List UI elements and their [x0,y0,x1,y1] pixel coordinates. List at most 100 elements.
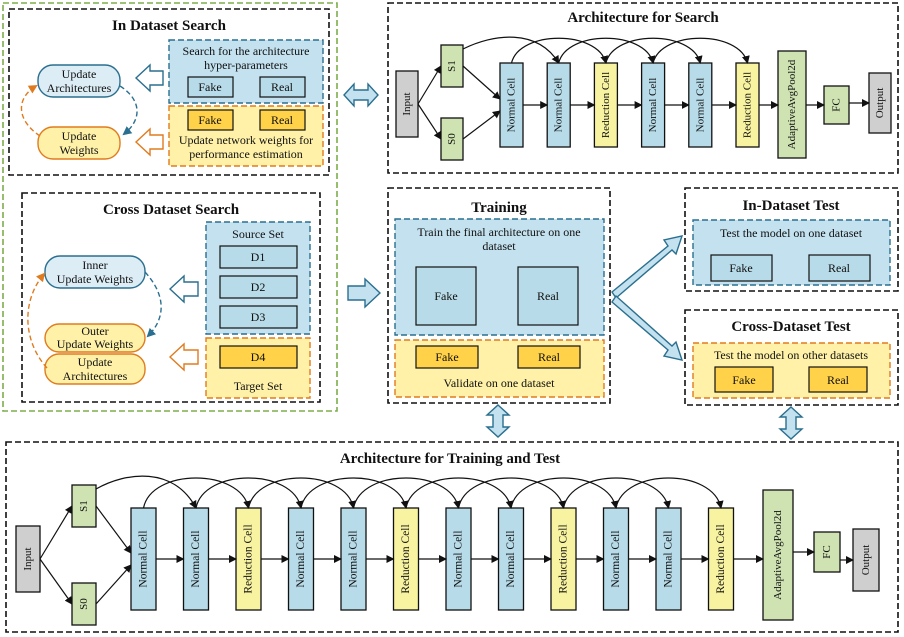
input-to-s0-arrow [417,103,442,140]
s0-node [71,582,97,626]
cell-10-label: Normal Cell [610,530,622,587]
cell-skip-arrow [510,477,619,509]
cell-3-label: Reduction Cell [243,524,255,593]
update-architectures-node [44,353,146,385]
target-hollow-arrow [168,342,199,372]
fc-node-label: FC [831,98,843,111]
fc-node [813,531,841,573]
cross-test-fake-token [714,366,774,393]
source-hollow-arrow [168,274,199,304]
cell-11-label: Normal Cell [663,530,675,587]
cell-1-label: Normal Cell [506,78,518,133]
update-text-line2: performance estimation [189,147,303,161]
arch-to-weights-arrow [119,85,138,136]
cell-skip-arrow [652,37,750,64]
svg-text:Real: Real [538,350,561,364]
fake-token [187,76,234,98]
svg-text:Real: Real [537,289,560,303]
update-hollow-arrow [134,127,164,157]
outer-to-inner-arrow [27,272,48,369]
update-architectures-line2: Architectures [47,81,112,95]
input-node-label: Input [401,92,413,115]
cell-skip-arrow [195,477,304,509]
cell-skip-arrow [352,477,462,509]
search-text-line1: Search for the architecture [183,44,310,58]
in-dataset-search-title: In Dataset Search [112,18,227,34]
search-to-training-arrow [347,277,382,309]
output-node [852,528,880,592]
adaptive-avg-pool-node [762,489,794,621]
svg-text:dataset: dataset [482,239,516,253]
s0-to-cell-arrow [462,110,501,140]
update-weights-line2: Weights [59,143,98,157]
input-node-label: Input [22,547,34,570]
adaptive-avg-pool-node [777,50,807,159]
outer-update-weights-node [44,323,146,353]
training-panel: Training Train the final architecture on… [387,187,611,404]
svg-text:Architectures: Architectures [63,369,128,383]
cell-4-label: Normal Cell [647,78,659,133]
cross-test-real-token [808,366,868,393]
cell-skip-arrow [605,37,703,64]
cell-skip-arrow [247,477,357,509]
in-test-fake-token [710,254,773,282]
train-real-token [517,266,579,326]
cell-5-label: Normal Cell [348,530,360,587]
cell-5-label: Normal Cell [694,78,706,133]
svg-text:Update: Update [78,355,113,369]
s0-node-label: S0 [78,598,90,610]
svg-text:Real: Real [827,373,850,387]
to-in-dataset-test-arrow [611,235,684,300]
training-title: Training [471,200,527,216]
svg-text:Fake: Fake [729,261,752,275]
cross-dataset-test-panel: Cross-Dataset Test Test the model on oth… [684,309,899,406]
architecture-search-title: Architecture for Search [567,10,719,26]
cell-3-label: Reduction Cell [600,72,612,138]
s0-node-label: S0 [446,133,458,145]
update-architectures-line1: Update [62,67,97,81]
cell-7-label: Normal Cell [453,530,465,587]
svg-text:D2: D2 [251,280,266,294]
svg-text:Train the final architecture o: Train the final architecture on one [417,225,580,239]
input-to-s0-arrow [39,558,73,605]
inner-to-outer-arrow [144,271,162,338]
real-token [259,109,306,131]
cell-skip-arrow [300,477,409,509]
svg-text:Test the model on one dataset: Test the model on one dataset [720,226,863,240]
update-architectures-node [37,64,121,98]
adaptive-avg-pool-node-label: AdaptiveAvgPool2d [772,510,784,600]
update-text-line1: Update network weights for [179,133,313,147]
svg-text:Fake: Fake [198,113,221,127]
svg-text:Fake: Fake [435,350,458,364]
cross-dataset-test-title: Cross-Dataset Test [731,319,850,335]
fake-token [187,109,234,131]
search-text-line2: hyper-parameters [204,58,288,72]
output-node-label: Output [874,88,886,119]
svg-text:Real: Real [828,261,851,275]
input-to-s1-arrow [39,505,73,560]
svg-text:Fake: Fake [198,80,221,94]
svg-text:Update Weights: Update Weights [57,337,134,351]
s1-node-label: S1 [78,500,90,512]
search-hollow-arrow [134,63,164,93]
cell-skip-arrow [562,477,672,509]
cell-12-label: Reduction Cell [715,524,727,593]
cell-9-label: Reduction Cell [558,524,570,593]
s1-node-label: S1 [446,60,458,72]
svg-text:Test the model on other datase: Test the model on other datasets [714,348,868,362]
s1-to-cell-arrow [95,505,132,554]
dataset-d3 [219,305,298,329]
svg-text:Fake: Fake [732,373,755,387]
cell-2-label: Normal Cell [553,78,565,133]
training-arch-double-arrow [485,404,511,438]
validate-real-token [517,345,581,369]
in-dataset-test-title: In-Dataset Test [742,198,839,214]
svg-text:Inner: Inner [82,258,107,272]
update-weights-line1: Update [62,129,97,143]
cell-2-label: Normal Cell [190,530,202,587]
s1-to-cell-arrow [462,65,501,100]
dataset-d4 [219,345,298,369]
svg-text:D3: D3 [251,310,266,324]
